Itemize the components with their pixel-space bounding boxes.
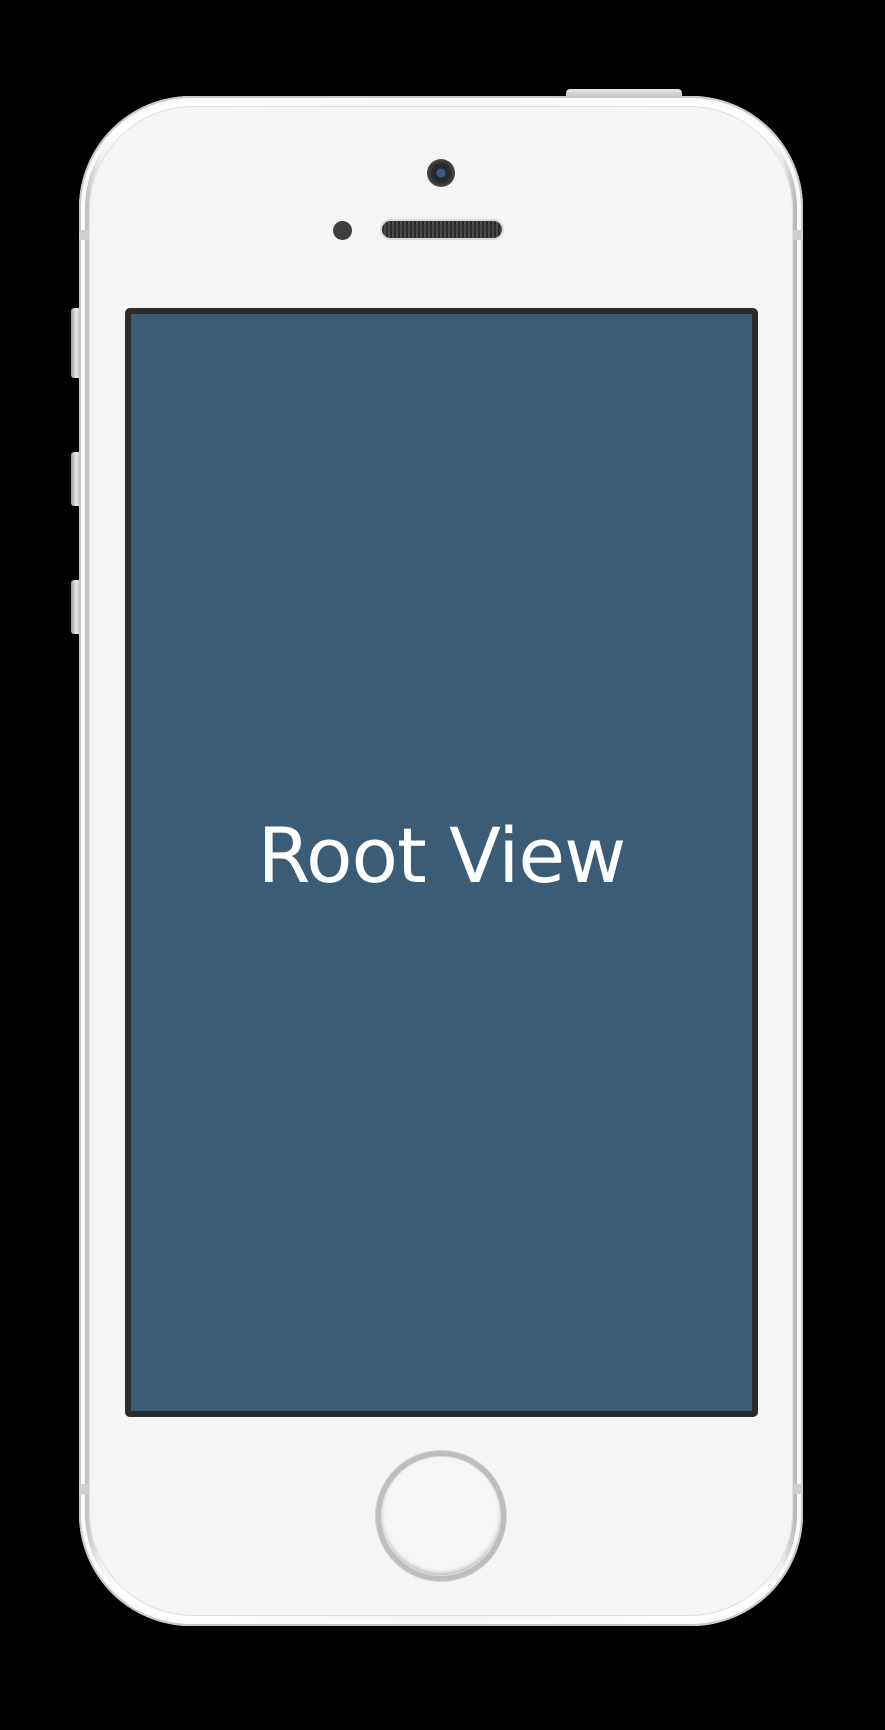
antenna-band	[79, 230, 89, 240]
root-view-screen[interactable]: Root View	[131, 314, 752, 1411]
proximity-sensor-icon	[333, 221, 352, 240]
front-camera-icon	[427, 159, 455, 187]
antenna-band	[79, 1484, 89, 1494]
volume-down-button[interactable]	[71, 580, 81, 634]
earpiece-speaker-icon	[382, 221, 502, 238]
home-button-icon[interactable]	[376, 1451, 506, 1581]
antenna-band	[793, 230, 803, 240]
antenna-band	[793, 1484, 803, 1494]
volume-up-button[interactable]	[71, 452, 81, 506]
mute-switch[interactable]	[71, 308, 81, 378]
screen-title: Root View	[257, 811, 627, 900]
